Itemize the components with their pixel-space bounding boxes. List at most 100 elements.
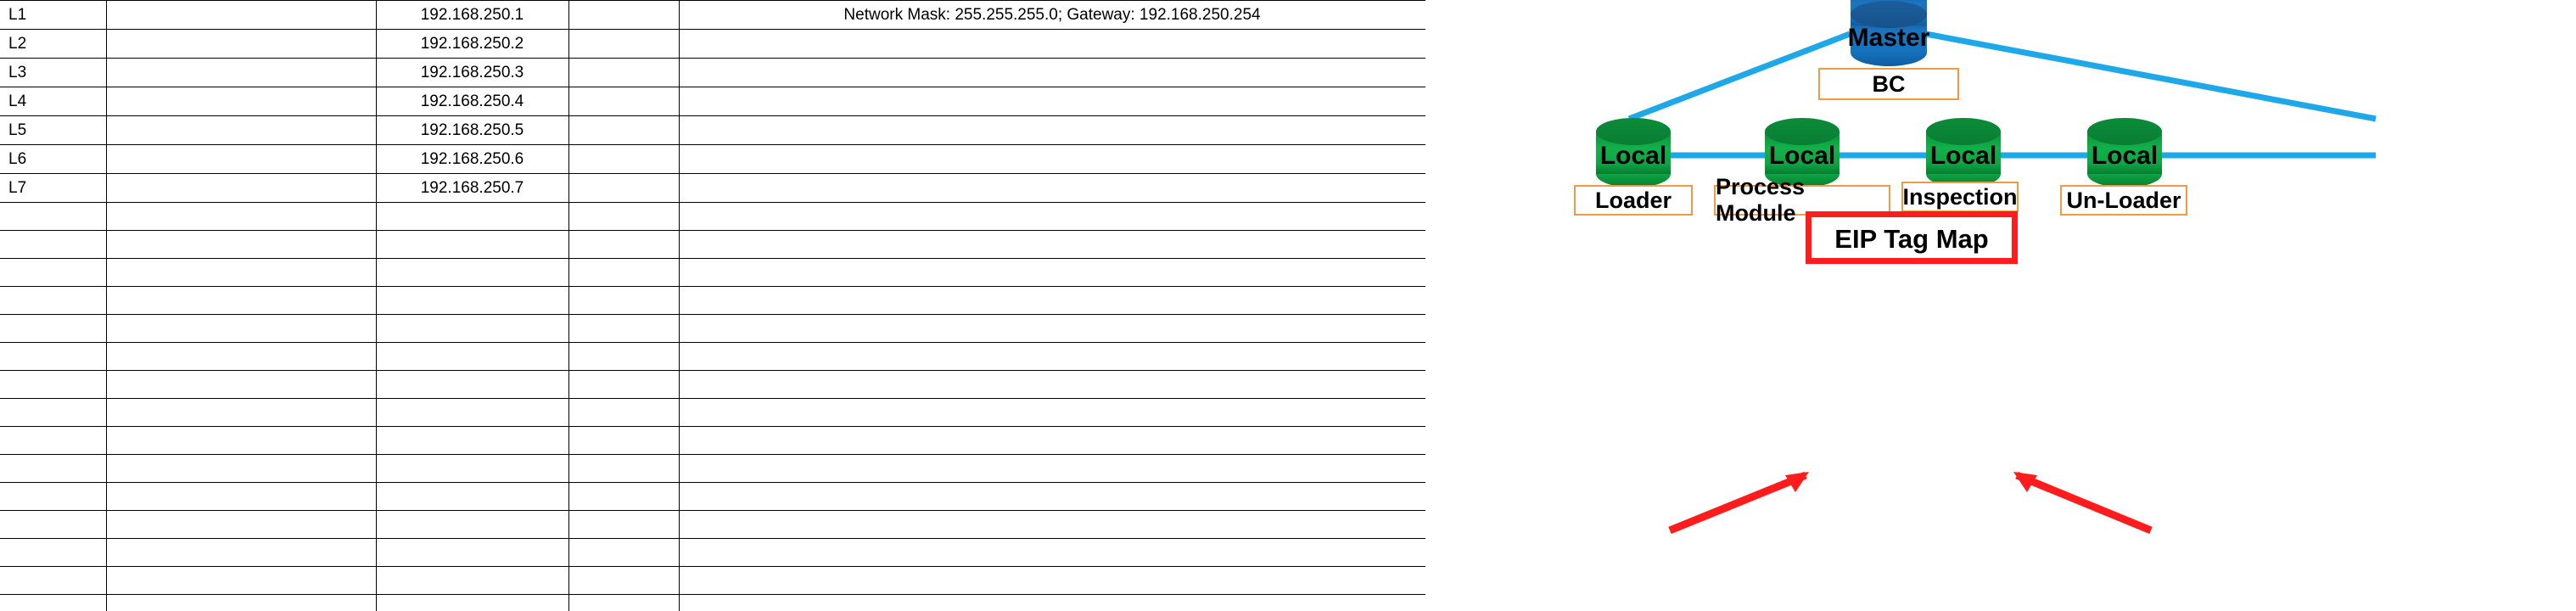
table-cell-id[interactable]: L7 (0, 173, 107, 203)
table-cell-note[interactable] (678, 115, 1425, 145)
table-cell-id[interactable] (0, 538, 107, 567)
table-cell-id[interactable]: L3 (0, 58, 107, 87)
table-cell-id[interactable]: L2 (0, 29, 107, 59)
table-cell-id[interactable] (0, 510, 107, 539)
local-node-loader-shape[interactable] (1596, 118, 1671, 188)
local-node-process-module-shape[interactable] (1765, 118, 1840, 188)
table-cell-extra[interactable] (568, 173, 680, 203)
table-cell-extra[interactable] (568, 58, 680, 87)
table-cell-id[interactable]: L1 (0, 0, 107, 30)
table-cell-extra[interactable] (568, 144, 680, 174)
table-cell-id[interactable] (0, 230, 107, 259)
local-caption-unloader[interactable]: Un-Loader (2060, 185, 2187, 216)
local-caption-process-module[interactable]: Process Module (1714, 174, 1890, 226)
table-cell-id[interactable] (0, 426, 107, 455)
table-cell-ip-address[interactable] (375, 454, 569, 483)
table-cell-note[interactable] (678, 314, 1425, 343)
table-cell-extra[interactable] (568, 426, 680, 455)
table-cell-note[interactable] (678, 538, 1425, 567)
table-cell-extra[interactable] (568, 258, 680, 287)
table-cell-extra[interactable] (568, 202, 680, 231)
table-cell-id[interactable] (0, 202, 107, 231)
table-cell-note[interactable] (678, 426, 1425, 455)
table-cell-note[interactable] (678, 230, 1425, 259)
table-cell-extra[interactable] (568, 454, 680, 483)
table-cell-note[interactable] (678, 398, 1425, 427)
table-cell-note[interactable] (678, 29, 1425, 59)
table-cell-name[interactable] (105, 510, 377, 539)
table-cell-ip-address[interactable] (375, 594, 569, 611)
table-cell-ip-address[interactable] (375, 370, 569, 399)
table-cell-ip-address[interactable] (375, 538, 569, 567)
table-cell-ip-address[interactable] (375, 342, 569, 371)
table-cell-ip-address[interactable] (375, 426, 569, 455)
table-cell-note[interactable]: Network Mask: 255.255.255.0; Gateway: 19… (678, 0, 1425, 30)
table-cell-note[interactable] (678, 58, 1425, 87)
table-cell-ip-address[interactable] (375, 398, 569, 427)
table-cell-ip-address[interactable] (375, 314, 569, 343)
table-cell-ip-address[interactable]: 192.168.250.7 (375, 173, 569, 203)
table-cell-id[interactable] (0, 566, 107, 595)
table-cell-name[interactable] (105, 566, 377, 595)
table-cell-name[interactable] (105, 173, 377, 203)
table-cell-name[interactable] (105, 482, 377, 511)
table-cell-name[interactable] (105, 258, 377, 287)
table-cell-name[interactable] (105, 115, 377, 145)
table-cell-id[interactable] (0, 258, 107, 287)
eip-tag-map-box[interactable]: EIP Tag Map (1806, 211, 2018, 264)
table-cell-note[interactable] (678, 202, 1425, 231)
table-cell-name[interactable] (105, 58, 377, 87)
table-cell-extra[interactable] (568, 510, 680, 539)
table-cell-id[interactable] (0, 454, 107, 483)
table-cell-extra[interactable] (568, 87, 680, 116)
table-cell-note[interactable] (678, 594, 1425, 611)
table-cell-ip-address[interactable] (375, 286, 569, 315)
table-cell-extra[interactable] (568, 482, 680, 511)
table-cell-name[interactable] (105, 398, 377, 427)
table-cell-extra[interactable] (568, 566, 680, 595)
table-cell-id[interactable] (0, 398, 107, 427)
table-cell-id[interactable] (0, 314, 107, 343)
table-cell-name[interactable] (105, 538, 377, 567)
master-node-shape[interactable] (1851, 0, 1927, 66)
table-cell-ip-address[interactable] (375, 202, 569, 231)
table-cell-note[interactable] (678, 144, 1425, 174)
table-cell-note[interactable] (678, 87, 1425, 116)
table-cell-note[interactable] (678, 566, 1425, 595)
table-cell-extra[interactable] (568, 29, 680, 59)
table-cell-name[interactable] (105, 594, 377, 611)
table-cell-ip-address[interactable]: 192.168.250.1 (375, 0, 569, 30)
table-cell-extra[interactable] (568, 0, 680, 30)
table-cell-extra[interactable] (568, 115, 680, 145)
table-cell-name[interactable] (105, 314, 377, 343)
table-cell-extra[interactable] (568, 314, 680, 343)
table-cell-ip-address[interactable]: 192.168.250.6 (375, 144, 569, 174)
table-cell-ip-address[interactable]: 192.168.250.3 (375, 58, 569, 87)
local-node-unloader-shape[interactable] (2087, 118, 2162, 188)
table-cell-note[interactable] (678, 482, 1425, 511)
table-cell-extra[interactable] (568, 594, 680, 611)
table-cell-note[interactable] (678, 342, 1425, 371)
table-cell-id[interactable] (0, 482, 107, 511)
table-cell-id[interactable] (0, 370, 107, 399)
table-cell-name[interactable] (105, 370, 377, 399)
table-cell-ip-address[interactable] (375, 258, 569, 287)
table-cell-id[interactable]: L6 (0, 144, 107, 174)
table-cell-ip-address[interactable] (375, 230, 569, 259)
table-cell-id[interactable] (0, 594, 107, 611)
table-cell-id[interactable] (0, 286, 107, 315)
table-cell-name[interactable] (105, 342, 377, 371)
table-cell-note[interactable] (678, 173, 1425, 203)
table-cell-note[interactable] (678, 370, 1425, 399)
table-cell-name[interactable] (105, 87, 377, 116)
table-cell-name[interactable] (105, 144, 377, 174)
table-cell-extra[interactable] (568, 370, 680, 399)
table-cell-name[interactable] (105, 286, 377, 315)
table-cell-ip-address[interactable] (375, 566, 569, 595)
table-cell-ip-address[interactable] (375, 482, 569, 511)
table-cell-extra[interactable] (568, 286, 680, 315)
local-caption-inspection[interactable]: Inspection (1901, 182, 2019, 212)
master-caption-bc[interactable]: BC (1818, 68, 1959, 100)
table-cell-note[interactable] (678, 454, 1425, 483)
table-cell-ip-address[interactable]: 192.168.250.5 (375, 115, 569, 145)
